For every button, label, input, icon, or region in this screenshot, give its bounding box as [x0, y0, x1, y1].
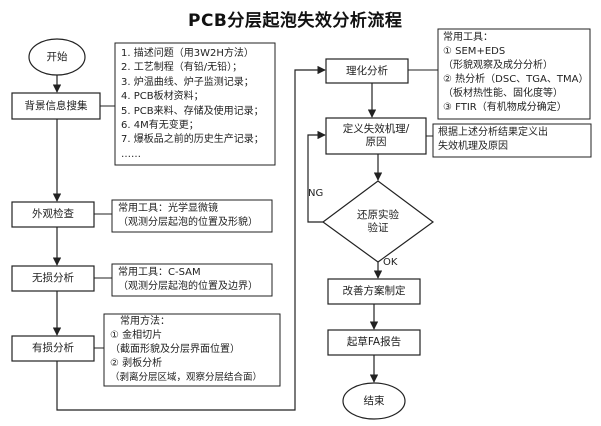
- visual-note-line: 常用工具：光学显微镜: [118, 203, 218, 214]
- background-node-shape: [11, 92, 101, 120]
- physchem-node-label: 理化分析: [346, 64, 388, 77]
- background-notes-text: 1. 描述问题（用3W2H方法） 2. 工艺制程（有铅/无铅）； 3. 炉温曲线…: [121, 47, 264, 162]
- background-note-line: 6. 4M有无变更；: [121, 120, 199, 132]
- background-note-line: 2. 工艺制程（有铅/无铅）；: [121, 62, 243, 74]
- physchem-note-line: ③ FTIR（有机物成分确定）: [443, 102, 567, 113]
- end-node-shape: [342, 382, 406, 420]
- destructive-note-line: ① 金相切片: [110, 330, 163, 341]
- destructive-node-shape: [11, 335, 95, 362]
- reproduce-label-line: 还原实验: [357, 209, 399, 221]
- destructive-note-line: 常用方法：: [120, 316, 170, 327]
- background-note-line: 1. 描述问题（用3W2H方法）: [121, 48, 254, 59]
- nondestructive-notes-box: [111, 263, 273, 297]
- background-note-line: 5. PCB来料、存储及使用记录；: [121, 105, 264, 117]
- arrow-reproduce-ng-loop: [307, 130, 326, 223]
- destructive-note-line: ② 剥板分析: [110, 358, 163, 369]
- background-note-line: 7. 爆板品之前的历史生产记录；: [121, 134, 264, 146]
- background-note-line: 4. PCB板材资料；: [121, 91, 204, 103]
- mechanism-node-shape: [325, 117, 427, 155]
- physchem-notes-text: 常用工具： ① SEM+EDS （形貌观察及成分分析） ② 热分析（DSC、TG…: [443, 31, 588, 115]
- physchem-note-line: （板材热性能、固化度等）: [443, 88, 563, 99]
- mechanism-notes-box: [432, 123, 592, 158]
- background-node-label: 背景信息搜集: [24, 99, 88, 112]
- report-node-shape: [327, 329, 421, 356]
- diagram-title: PCB分层起泡失效分析流程: [188, 11, 403, 31]
- ng-edge-label: NG: [308, 188, 324, 199]
- physchem-note-line: 常用工具：: [443, 32, 493, 43]
- visual-node-label: 外观检查: [32, 208, 74, 220]
- end-node-label: 结束: [363, 394, 385, 407]
- destructive-note-line: （截面形貌及分层界面位置）: [110, 344, 240, 355]
- destructive-notes-text: 常用方法： ① 金相切片 （截面形貌及分层界面位置） ② 剥板分析 （剥离分层区…: [110, 315, 262, 385]
- physchem-note-line: ① SEM+EDS: [443, 46, 506, 57]
- mechanism-note-line: 失效机理及原因: [438, 141, 508, 152]
- nondestructive-node-shape: [11, 265, 95, 292]
- ok-edge-label: OK: [383, 257, 398, 268]
- physchem-notes-box: [437, 28, 591, 120]
- visual-node-shape: [11, 201, 95, 228]
- mechanism-note-line: 根据上述分析结果定义出: [438, 127, 548, 138]
- reproduce-label-line: 验证: [367, 222, 389, 234]
- start-node-label: 开始: [46, 50, 68, 63]
- physchem-note-line: ② 热分析（DSC、TGA、TMA）: [443, 74, 589, 85]
- reproduce-decision-label: 还原实验 验证: [338, 206, 418, 238]
- nondestructive-note-line: 常用工具：C-SAM: [118, 267, 201, 278]
- arrow-destructive-to-physchem: [56, 65, 326, 411]
- destructive-note-line: （剥离分层区域，观察分层结合面）: [110, 372, 263, 383]
- mechanism-label-line: 定义失效机理/: [342, 123, 410, 135]
- background-notes-box: [114, 42, 276, 166]
- nondestructive-note-line: （观测分层起泡的位置及边界）: [118, 281, 258, 292]
- mechanism-node-label: 定义失效机理/ 原因: [326, 118, 426, 154]
- mechanism-notes-text: 根据上述分析结果定义出 失效机理及原因: [438, 126, 548, 154]
- background-note-line: ……: [121, 148, 141, 160]
- improve-node-label: 改善方案制定: [342, 285, 406, 297]
- nondestructive-notes-text: 常用工具：C-SAM （观测分层起泡的位置及边界）: [118, 266, 258, 294]
- mechanism-label-line: 原因: [365, 136, 387, 148]
- destructive-notes-box: [103, 313, 281, 387]
- background-note-line: 3. 炉温曲线、炉子监测记录；: [121, 76, 254, 88]
- improve-node-shape: [327, 278, 421, 305]
- nondestructive-node-label: 无损分析: [32, 272, 74, 284]
- physchem-note-line: （形貌观察及成分分析）: [443, 60, 553, 71]
- visual-note-line: （观测分层起泡的位置及形貌）: [118, 217, 258, 228]
- report-node-label: 起草FA报告: [346, 336, 402, 348]
- destructive-node-label: 有损分析: [32, 342, 74, 354]
- visual-notes-text: 常用工具：光学显微镜 （观测分层起泡的位置及形貌）: [118, 202, 258, 230]
- physchem-node-shape: [325, 58, 409, 84]
- visual-notes-box: [111, 199, 273, 233]
